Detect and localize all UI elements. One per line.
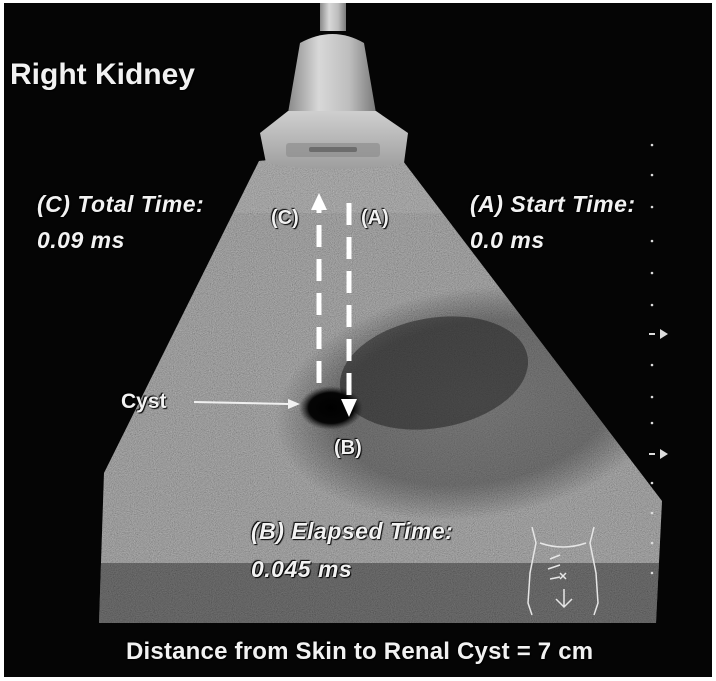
elapsed-time-label: (B) Elapsed Time: bbox=[251, 518, 453, 545]
elapsed-time-value: 0.045 ms bbox=[251, 556, 352, 583]
marker-b-label: (B) bbox=[334, 437, 362, 460]
ultrasound-transducer-icon bbox=[260, 3, 408, 169]
marker-a-label: (A) bbox=[361, 207, 389, 230]
renal-cyst bbox=[299, 386, 363, 430]
cyst-label: Cyst bbox=[121, 390, 167, 414]
total-time-value: 0.09 ms bbox=[37, 227, 125, 254]
marker-c-label: (C) bbox=[271, 207, 299, 230]
total-time-label: (C) Total Time: bbox=[37, 191, 204, 218]
start-time-value: 0.0 ms bbox=[470, 227, 545, 254]
ultrasound-sector bbox=[94, 153, 688, 633]
ultrasound-panel: Right Kidney (C) Total Time: 0.09 ms (A)… bbox=[4, 3, 712, 677]
ultrasound-scene bbox=[4, 3, 712, 677]
start-time-label: (A) Start Time: bbox=[470, 191, 636, 218]
page-title: Right Kidney bbox=[10, 58, 195, 92]
footer-caption: Distance from Skin to Renal Cyst = 7 cm bbox=[126, 638, 593, 666]
